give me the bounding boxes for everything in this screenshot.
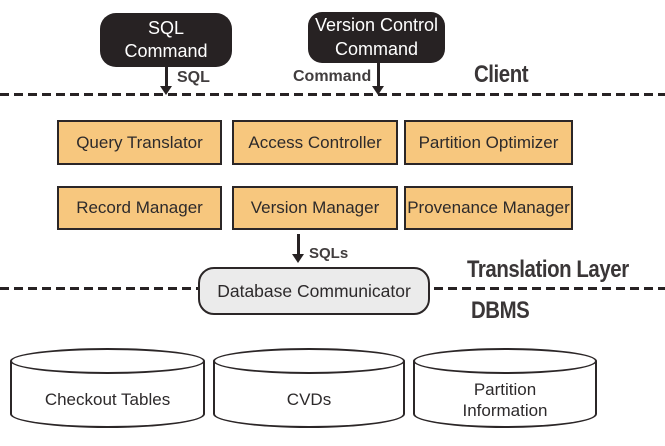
module-partition-optimizer: Partition Optimizer (404, 120, 573, 165)
partition-information-label: Partition Information (413, 376, 597, 424)
translation-layer-label: Translation Layer (467, 256, 629, 283)
checkout-tables-label: Checkout Tables (10, 376, 205, 424)
version-control-line2: Command (334, 38, 419, 59)
client-translation-separator (0, 93, 665, 96)
database-communicator-box: Database Communicator (198, 267, 430, 315)
store-line2: Information (462, 401, 548, 420)
sql-command-box: SQL Command (100, 13, 232, 67)
cylinder-top-icon (10, 348, 205, 374)
version-control-line1: Version Control (314, 15, 439, 36)
sql-arrow-label: SQL (177, 69, 210, 86)
module-provenance-manager: Provenance Manager (404, 186, 573, 230)
cylinder-top-icon (413, 348, 597, 374)
cvds-cylinder: CVDs (213, 348, 405, 428)
client-layer-label: Client (474, 61, 529, 88)
dbms-layer-label: DBMS (471, 297, 530, 324)
sql-arrow-head-icon (160, 86, 172, 95)
cylinder-top-icon (213, 348, 405, 374)
checkout-tables-cylinder: Checkout Tables (10, 348, 205, 428)
command-arrow-head-icon (372, 86, 384, 95)
sqls-arrow-head-icon (292, 254, 304, 263)
version-control-command-box: Version Control Command (308, 12, 445, 63)
sqls-arrow-label: SQLs (309, 245, 349, 262)
partition-information-cylinder: Partition Information (413, 348, 597, 428)
module-query-translator: Query Translator (57, 120, 222, 165)
cvds-label: CVDs (213, 376, 405, 424)
sql-command-line1: SQL (147, 17, 185, 38)
command-arrow-line (377, 63, 380, 87)
module-record-manager: Record Manager (57, 186, 222, 230)
command-arrow-label: Command (293, 68, 372, 85)
store-line1: CVDs (286, 390, 332, 410)
module-access-controller: Access Controller (232, 120, 398, 165)
sql-command-line2: Command (124, 41, 208, 61)
store-line1: Checkout Tables (44, 390, 171, 410)
store-line1: Partition (473, 379, 537, 399)
sql-arrow-line (165, 67, 168, 87)
module-version-manager: Version Manager (232, 186, 398, 230)
sqls-arrow-line (297, 234, 300, 255)
